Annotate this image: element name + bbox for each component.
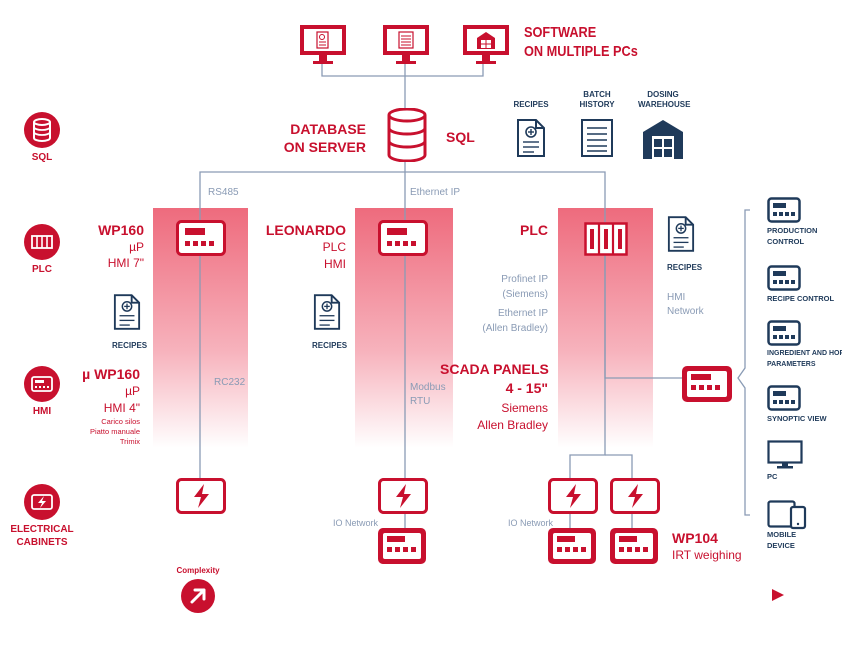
wp160-sub: µP <box>129 240 144 254</box>
software-title: SOFTWARE <box>524 24 597 41</box>
recipes-label: RECIPES <box>312 341 348 350</box>
level-label-electrical: ELECTRICAL <box>10 524 74 535</box>
hmi-panel-icon <box>378 220 428 256</box>
feature-label: MOBILE <box>767 530 797 539</box>
database-icon <box>387 108 427 162</box>
bus-label-ethernet: Ethernet IP <box>410 187 461 198</box>
profinet-label: (Siemens) <box>502 289 548 300</box>
recipes-document-icon <box>667 216 695 252</box>
profinet-label: Profinet IP <box>501 274 548 285</box>
level-label-sql: SQL <box>31 152 53 163</box>
leonardo-sub: PLC <box>322 240 346 254</box>
synoptic-view-icon <box>767 385 801 411</box>
wp160-title: WP160 <box>98 222 144 238</box>
arrow-up-right-icon <box>181 579 215 613</box>
electrical-cabinet-icon <box>610 478 660 514</box>
pc-monitor-icon <box>463 25 509 64</box>
level-label-plc: PLC <box>32 264 52 275</box>
io-network-label: IO Network <box>508 518 554 528</box>
feature-label: PC <box>767 472 778 481</box>
electrical-cabinet-icon <box>548 478 598 514</box>
bus-label-rc232: RC232 <box>214 377 246 388</box>
feature-label: RECIPE CONTROL <box>767 294 835 303</box>
feature-label: PARAMETERS <box>767 361 816 368</box>
feature-label: CONTROL <box>767 237 805 246</box>
uwp160-sub: HMI 4" <box>103 401 140 415</box>
hmi-network-label: Network <box>667 306 704 317</box>
plc-icon <box>24 224 60 260</box>
scada-brand: Siemens <box>501 401 548 415</box>
bus-label-rs485: RS485 <box>208 187 239 198</box>
leonardo-sub: HMI <box>324 257 346 271</box>
mobile-device-icon <box>767 500 807 530</box>
hmi-network-label: HMI <box>667 292 686 303</box>
feature-label: PRODUCTION <box>767 226 818 235</box>
wp104-sub: IRT weighing <box>672 548 742 562</box>
database-label: DATABASE <box>290 121 366 137</box>
pc-monitor-icon <box>300 25 346 64</box>
uwp160-note: Carico silos <box>101 417 140 426</box>
recipe-control-icon <box>767 265 801 291</box>
weighing-module-icon <box>378 528 426 564</box>
ethernet-label: Ethernet IP <box>497 308 548 319</box>
database-icon <box>24 112 60 148</box>
ingredient-parameters-icon <box>767 320 801 346</box>
level-label-electrical: CABINETS <box>16 537 68 548</box>
feature-label: DEVICE <box>767 541 795 550</box>
software-title: ON MULTIPLE PCs <box>524 43 638 60</box>
scada-panel-icon <box>682 366 732 402</box>
batch-label: BATCH <box>583 90 611 99</box>
ethernet-label: (Allen Bradley) <box>482 323 548 334</box>
plc-title: PLC <box>520 222 548 238</box>
recipes-document-icon <box>517 119 545 157</box>
dosing-label: DOSING <box>647 90 679 99</box>
leonardo-title: LEONARDO <box>265 222 346 238</box>
bus-label-modbus: Modbus <box>410 382 446 393</box>
electrical-cabinet-icon <box>176 478 226 514</box>
hmi-icon <box>24 366 60 402</box>
level-label-hmi: HMI <box>32 406 52 417</box>
plc-icon <box>584 222 628 256</box>
feature-label: INGREDIENT AND HOPPER <box>767 350 842 357</box>
recipes-document-icon <box>113 294 141 330</box>
uwp160-title: µ WP160 <box>82 366 140 382</box>
uwp160-note: Piatto manuale <box>89 427 140 436</box>
pc-monitor-icon <box>767 440 803 469</box>
scada-size: 4 - 15" <box>505 380 548 396</box>
uwp160-note: Trimix <box>119 437 140 446</box>
electrical-cabinet-icon <box>378 478 428 514</box>
complexity-label: Complexity <box>176 566 220 575</box>
feature-label: SYNOPTIC VIEW <box>767 414 827 423</box>
recipes-label: RECIPES <box>513 100 549 109</box>
weighing-module-icon <box>548 528 596 564</box>
dosing-label: WAREHOUSE <box>638 100 691 109</box>
hmi-panel-icon <box>176 220 226 256</box>
recipes-document-icon <box>313 294 341 330</box>
production-control-icon <box>767 197 801 223</box>
batch-label: HISTORY <box>579 100 615 109</box>
bus-label-modbus: RTU <box>410 396 431 407</box>
wp104-title: WP104 <box>672 530 718 546</box>
scada-title: SCADA PANELS <box>440 361 549 377</box>
sql-label: SQL <box>446 129 475 145</box>
pc-monitor-icon <box>383 25 429 64</box>
lightning-icon <box>24 484 60 520</box>
batch-history-icon <box>581 119 613 157</box>
io-network-label: IO Network <box>333 518 379 528</box>
database-label: ON SERVER <box>283 139 366 155</box>
weighing-module-icon <box>610 528 658 564</box>
recipes-label: RECIPES <box>112 341 148 350</box>
wp160-sub: HMI 7" <box>107 256 144 270</box>
warehouse-icon <box>643 120 683 159</box>
uwp160-sub: µP <box>125 384 140 398</box>
recipes-label: RECIPES <box>667 263 703 272</box>
scada-brand: Allen Bradley <box>477 418 548 432</box>
